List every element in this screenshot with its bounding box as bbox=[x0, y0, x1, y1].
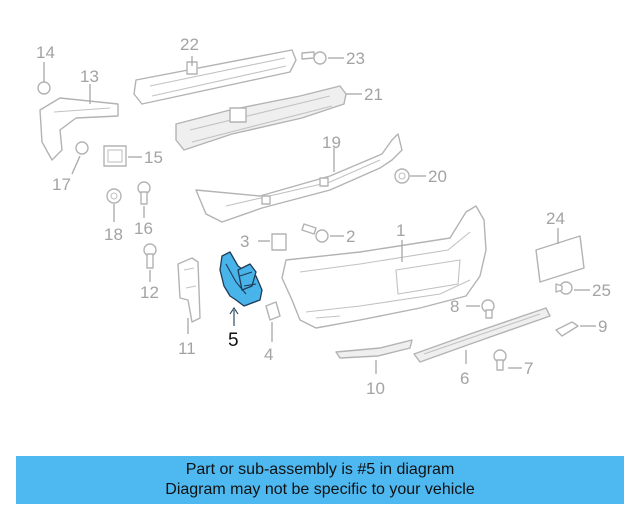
callout-18: 18 bbox=[104, 225, 123, 244]
part-6-trim-strip[interactable] bbox=[413, 307, 551, 364]
callout-6: 6 bbox=[460, 369, 469, 388]
callout-15: 15 bbox=[144, 148, 163, 167]
part-10-reflector[interactable] bbox=[335, 339, 413, 374]
part-24-license-plate-bracket[interactable] bbox=[535, 228, 585, 283]
part-7-screw[interactable] bbox=[493, 349, 522, 371]
banner-line-1: Part or sub-assembly is #5 in diagram bbox=[185, 461, 455, 478]
part-2-bolt[interactable] bbox=[301, 223, 344, 243]
banner-line-2: Diagram may not be specific to your vehi… bbox=[165, 481, 475, 498]
callout-5: 5 bbox=[228, 330, 239, 351]
part-1-bumper-cover[interactable] bbox=[281, 205, 487, 329]
part-22-reinforcement-bar[interactable] bbox=[133, 49, 297, 105]
part-18-nut[interactable] bbox=[106, 188, 122, 222]
part-15-retainer[interactable] bbox=[103, 145, 142, 167]
part-3-bracket[interactable] bbox=[258, 233, 287, 251]
part-19-bracket-rail[interactable] bbox=[195, 133, 403, 223]
callout-3: 3 bbox=[240, 232, 249, 251]
parts-diagram: 22 23 21 19 20 14 13 bbox=[36, 35, 611, 398]
part-4-retainer[interactable] bbox=[265, 301, 281, 342]
callout-7: 7 bbox=[524, 359, 533, 378]
callout-17: 17 bbox=[52, 175, 71, 194]
callout-9: 9 bbox=[598, 317, 607, 336]
callout-12: 12 bbox=[140, 283, 159, 302]
callout-16: 16 bbox=[134, 219, 153, 238]
callout-23: 23 bbox=[346, 49, 365, 68]
part-13-side-bracket[interactable] bbox=[39, 84, 119, 161]
callout-4: 4 bbox=[264, 345, 273, 364]
part-16-bolt[interactable] bbox=[137, 181, 151, 218]
callout-8: 8 bbox=[450, 297, 459, 316]
callout-20: 20 bbox=[428, 167, 447, 186]
callout-21: 21 bbox=[364, 85, 383, 104]
callout-11: 11 bbox=[178, 339, 196, 358]
callout-14: 14 bbox=[36, 43, 55, 62]
callout-22: 22 bbox=[180, 35, 199, 54]
part-9-bracket[interactable] bbox=[555, 321, 596, 337]
part-21-absorber[interactable] bbox=[175, 85, 362, 151]
part-8-grommet[interactable] bbox=[466, 299, 495, 319]
callout-24: 24 bbox=[546, 209, 565, 228]
callout-19: 19 bbox=[322, 133, 341, 152]
callout-25: 25 bbox=[592, 281, 611, 300]
part-23-bolt[interactable] bbox=[301, 51, 344, 65]
part-5-guide-bracket[interactable] bbox=[219, 251, 263, 326]
callout-10: 10 bbox=[366, 379, 385, 398]
part-20-nut[interactable] bbox=[394, 168, 426, 184]
callout-13: 13 bbox=[80, 67, 99, 86]
info-banner: Part or sub-assembly is #5 in diagram Di… bbox=[16, 456, 624, 504]
part-25-fastener[interactable] bbox=[555, 281, 590, 295]
part-14-clip[interactable] bbox=[37, 62, 51, 95]
callout-2: 2 bbox=[346, 227, 355, 246]
part-11-vertical-bracket[interactable] bbox=[177, 257, 201, 334]
part-12-bolt[interactable] bbox=[143, 243, 157, 282]
part-17-fastener[interactable] bbox=[71, 141, 89, 175]
callout-1: 1 bbox=[396, 221, 405, 240]
